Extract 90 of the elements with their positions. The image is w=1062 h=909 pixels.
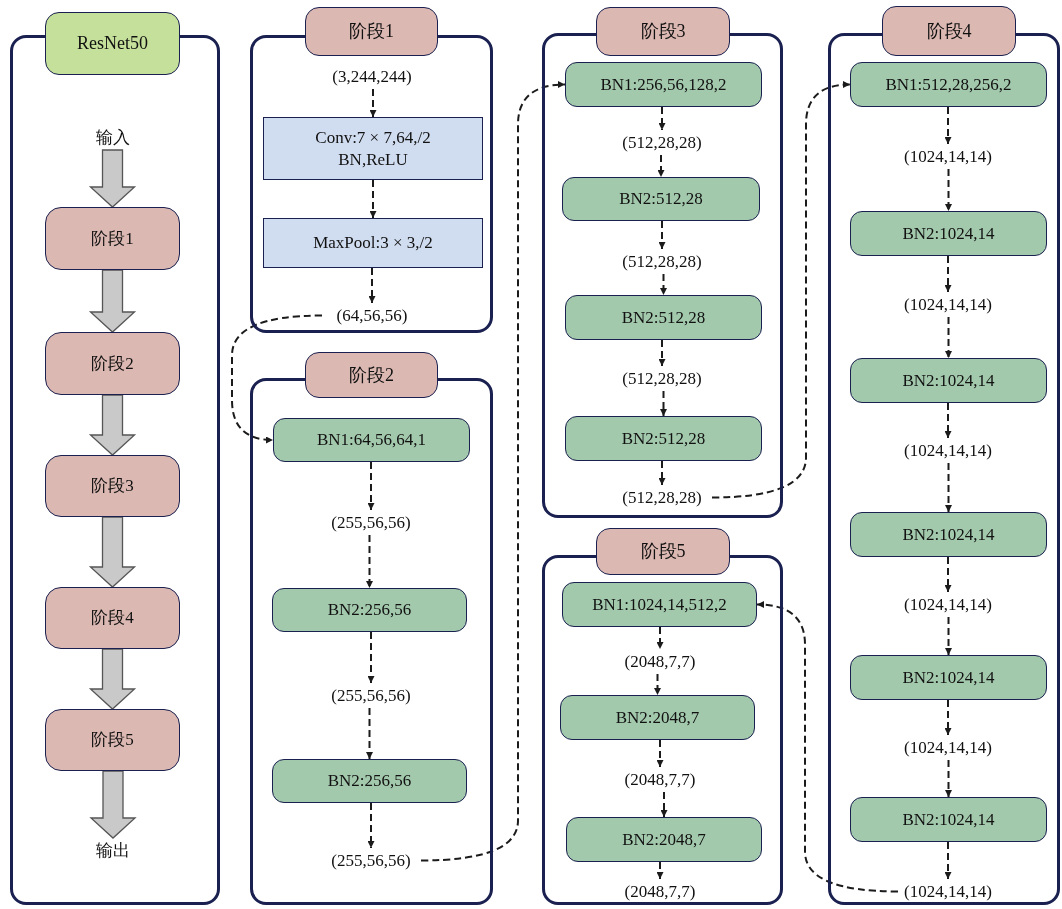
dashed-arrow [658,460,666,486]
block-box: BN2:1024,14 [850,512,1047,557]
block-box: BN2:512,28 [562,177,760,221]
shape-label: (2048,7,7) [602,767,718,792]
dashed-arrow [420,81,566,862]
dashed-arrow [231,314,323,444]
shape-label: (1024,14,14) [890,879,1006,904]
block-box: BN1:1024,14,512,2 [562,582,757,627]
dashed-arrow [658,339,666,367]
block-arrow [88,149,137,208]
stage-box: 阶段3 [45,455,180,517]
block-box: BN2:1024,14 [850,797,1047,842]
block-box: BN2:2048,7 [566,817,762,862]
block-box: BN1:256,56,128,2 [565,62,762,107]
dashed-arrow [944,106,952,145]
dashed-arrow [657,154,665,178]
dashed-arrow [944,255,952,293]
panel-heading: 阶段2 [305,352,438,398]
dashed-arrow [369,179,377,219]
dashed-arrow [945,759,952,798]
shape-label: (512,28,28) [604,249,720,274]
shape-label: 输入 [55,125,171,150]
dashed-arrow [368,267,376,304]
shape-label: (255,56,56) [313,848,429,873]
shape-label: (512,28,28) [604,130,720,155]
dashed-arrow [944,699,952,736]
block-arrow [88,269,137,333]
dashed-arrow [367,631,375,684]
panel-heading: 阶段4 [882,6,1016,56]
block-box: BN2:1024,14 [850,358,1047,403]
stage-box: 阶段1 [45,207,180,270]
layer-box: Conv:7 × 7,64,/2 BN,ReLU [263,117,483,180]
shape-label: (2048,7,7) [602,649,718,674]
block-box: BN2:256,56 [272,588,467,632]
block-arrow [89,770,137,839]
shape-label: (255,56,56) [313,510,429,535]
block-arrow [88,516,137,588]
dashed-arrow [656,626,664,650]
shape-label: (512,28,28) [604,366,720,391]
dashed-arrow [945,616,952,656]
dashed-arrow [656,739,664,768]
block-box: BN2:512,28 [565,295,762,340]
dashed-arrow [654,673,661,696]
block-box: BN2:2048,7 [560,695,755,740]
dashed-arrow [658,106,666,131]
block-box: BN1:64,56,64,1 [273,418,470,462]
block-box: BN2:1024,14 [850,655,1047,700]
block-box: BN1:512,28,256,2 [850,62,1047,107]
dashed-arrow [369,88,377,118]
shape-label: (64,56,56) [314,303,430,328]
shape-label: (2048,7,7) [602,879,718,904]
block-box: BN2:256,56 [272,759,467,803]
layer-box: MaxPool:3 × 3,/2 [263,218,483,268]
dashed-arrow [367,461,375,511]
shape-label: (255,56,56) [313,683,429,708]
stage-box: 阶段4 [45,587,180,649]
dashed-arrow [660,791,668,818]
stage-box: 阶段5 [45,709,180,771]
shape-label: (1024,14,14) [890,292,1006,317]
panel-heading: 阶段1 [305,7,438,56]
dashed-arrow [658,220,666,250]
block-box: BN2:512,28 [565,416,762,461]
dashed-arrow [367,802,375,849]
shape-label: (3,244,244) [314,64,430,89]
dashed-arrow [756,601,899,893]
dashed-arrow [945,462,952,513]
shape-label: (1024,14,14) [890,438,1006,463]
shape-label: 输出 [55,838,171,863]
shape-label: (512,28,28) [604,485,720,510]
stage-box: 阶段2 [45,332,180,395]
panel-heading: 阶段3 [596,7,730,56]
shape-label: (1024,14,14) [890,592,1006,617]
dashed-arrow [366,534,373,589]
dashed-arrow [711,81,851,499]
dashed-arrow [945,168,952,212]
shape-label: (1024,14,14) [890,144,1006,169]
shape-label: (1024,14,14) [890,735,1006,760]
panel-heading: 阶段5 [596,528,730,575]
dashed-arrow [660,390,667,417]
panel-heading: ResNet50 [45,12,180,75]
block-arrow [88,648,137,710]
dashed-arrow [656,861,664,880]
dashed-arrow [944,402,952,439]
dashed-arrow [944,556,952,593]
dashed-arrow [660,273,667,296]
block-box: BN2:1024,14 [850,211,1047,256]
dashed-arrow [366,707,373,760]
block-arrow [88,394,137,456]
dashed-arrow [945,316,952,359]
dashed-arrow [944,841,952,880]
